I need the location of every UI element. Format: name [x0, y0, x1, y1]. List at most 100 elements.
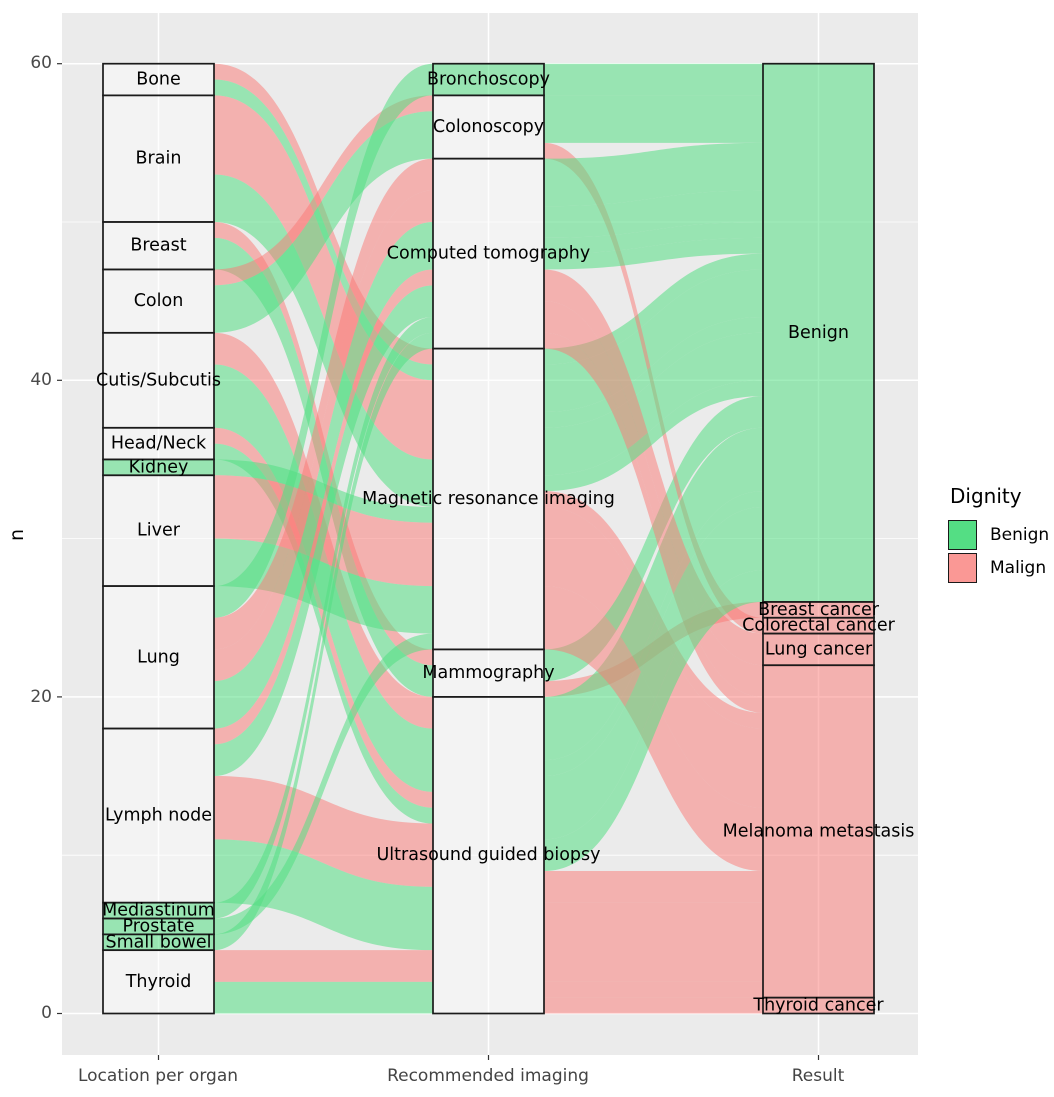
stratum-mammography [432, 648, 545, 698]
malign-swatch [948, 552, 977, 583]
legend-label-malign: Malign [990, 557, 1047, 578]
stratum-cutis-subcutis [102, 331, 215, 429]
flow-lymph-node-computed-tomography-benign [214, 285, 433, 777]
flow-colon-colonoscopy-benign [544, 95, 763, 143]
flow-prostate-magnetic-resonance-imaging-benign [544, 380, 763, 492]
legend: Dignity Benign Malign [948, 484, 1049, 584]
legend-label-benign: Benign [990, 524, 1050, 545]
stratum-label: Lung [137, 647, 180, 667]
stratum-label: Colorectal cancer [742, 616, 896, 636]
stratum-label: Breast cancer [758, 600, 880, 620]
flow-thyroid-ultrasound-guided-biopsy-benign [214, 981, 433, 1014]
flow-lymph-node-computed-tomography-melanoma-metastasis [214, 269, 433, 745]
stratum-brain [102, 94, 215, 223]
stratum-bronchoscopy [432, 62, 545, 97]
stratum-head-neck [102, 426, 215, 461]
stratum-label: Thyroid [125, 972, 192, 992]
flow-mediastinum-computed-tomography-benign [214, 316, 433, 919]
flow-brain-magnetic-resonance-imaging-melanoma-metastasis [214, 95, 433, 460]
stratum-label: Colon [134, 291, 184, 311]
y-tick-0: 0 [41, 1003, 52, 1023]
stratum-label: Melanoma metastasis [723, 821, 915, 841]
stratum-label: Magnetic resonance imaging [362, 489, 615, 509]
y-tick-60: 60 [30, 53, 52, 73]
stratum-label: Breast [130, 236, 186, 256]
stratum-label: Liver [137, 521, 181, 541]
stratum-lung [102, 585, 215, 730]
flow-thyroid-ultrasound-guided-biopsy-thyroid-cancer [214, 966, 433, 982]
flow-breast-mammography-benign [544, 396, 763, 682]
y-tick-40: 40 [30, 370, 52, 390]
flow-bone-magnetic-resonance-imaging-benign [544, 253, 763, 365]
stratum-label: Bone [136, 70, 181, 90]
stratum-label: Kidney [129, 457, 189, 477]
stratum-label: Mediastinum [102, 901, 215, 921]
stratum-liver [102, 474, 215, 587]
flow-liver-magnetic-resonance-imaging-benign [544, 332, 763, 476]
flow-lymph-node-ultrasound-guided-biopsy-melanoma-metastasis [214, 776, 433, 887]
stratum-label: Benign [788, 323, 849, 343]
flow-thyroid-ultrasound-guided-biopsy-melanoma-metastasis [214, 950, 433, 967]
flow-lung-bronchoscopy-benign [544, 63, 763, 96]
flow-lymph-node-computed-tomography-melanoma-metastasis [544, 332, 763, 713]
stratum-label: Head/Neck [111, 434, 207, 454]
stratum-label: Thyroid cancer [752, 996, 884, 1016]
flow-kidney-magnetic-resonance-imaging-benign [544, 316, 763, 428]
flow-lung-computed-tomography-benign [214, 222, 433, 729]
stratum-colon [102, 268, 215, 334]
flow-head-neck-ultrasound-guided-biopsy-benign [544, 491, 763, 777]
stratum-magnetic-resonance-imaging [432, 347, 545, 651]
flow-cutis-subcutis-ultrasound-guided-biopsy-melanoma-metastasis [544, 871, 763, 903]
stratum-ultrasound-guided-biopsy [432, 696, 545, 1015]
stratum-label: Lymph node [105, 806, 212, 826]
y-tick-20: 20 [30, 687, 52, 707]
stratum-label: Small bowel [106, 932, 212, 952]
flow-mediastinum-computed-tomography-benign [544, 222, 763, 254]
flow-head-neck-ultrasound-guided-biopsy-melanoma-metastasis [544, 902, 763, 919]
flow-lung-computed-tomography-lung-cancer [544, 269, 763, 666]
flow-lymph-node-ultrasound-guided-biopsy-benign [214, 839, 433, 951]
stratum-label: Prostate [122, 916, 194, 936]
flow-prostate-magnetic-resonance-imaging-benign [214, 633, 433, 935]
stratum-label: Bronchoscopy [427, 70, 550, 90]
stratum-label: Colonoscopy [433, 117, 544, 137]
stratum-label: Brain [136, 149, 182, 169]
legend-item-malign: Malign [948, 551, 1049, 584]
x-axis-label-imaging: Recommended imaging [387, 1066, 589, 1086]
flow-lung-computed-tomography-benign [544, 142, 763, 207]
flow-colon-colonoscopy-colorectal-cancer [214, 95, 433, 286]
flow-thyroid-ultrasound-guided-biopsy-benign [544, 570, 763, 872]
flow-lung-computed-tomography-melanoma-metastasis [544, 301, 763, 697]
flow-lymph-node-computed-tomography-benign [544, 190, 763, 238]
stratum-label: Computed tomography [387, 244, 590, 264]
flow-small-bowel-computed-tomography-benign [214, 332, 433, 951]
stratum-label: Lung cancer [765, 639, 873, 659]
x-axis-label-location: Location per organ [77, 1066, 239, 1086]
stratum-breast [102, 221, 215, 271]
stratum-thyroid-cancer [762, 996, 875, 1015]
flow-lymph-node-ultrasound-guided-biopsy-melanoma-metastasis [544, 918, 763, 982]
stratum-benign [762, 62, 875, 603]
flow-thyroid-ultrasound-guided-biopsy-thyroid-cancer [544, 997, 763, 1014]
flow-lung-bronchoscopy-benign [214, 63, 433, 618]
flow-thyroid-ultrasound-guided-biopsy-melanoma-metastasis [544, 981, 763, 998]
flow-cutis-subcutis-ultrasound-guided-biopsy-benign [544, 427, 763, 761]
stratum-thyroid [102, 949, 215, 1015]
flow-colon-colonoscopy-benign [214, 111, 433, 333]
stratum-label: Mammography [422, 663, 554, 683]
stratum-label: Ultrasound guided biopsy [377, 845, 601, 865]
flow-lymph-node-ultrasound-guided-biopsy-benign [544, 506, 763, 840]
benign-swatch [948, 519, 977, 550]
flow-lung-computed-tomography-melanoma-metastasis [214, 190, 433, 682]
y-axis-title: n [6, 528, 28, 542]
legend-title: Dignity [950, 484, 1022, 508]
flow-lung-computed-tomography-lung-cancer [214, 158, 433, 650]
legend-item-benign: Benign [948, 518, 1049, 551]
flow-small-bowel-computed-tomography-benign [544, 237, 763, 270]
stratum-colonoscopy [432, 94, 545, 160]
stratum-computed-tomography [432, 157, 545, 350]
stratum-label: Cutis/Subcutis [96, 370, 221, 390]
x-axis-label-result: Result [791, 1066, 845, 1086]
